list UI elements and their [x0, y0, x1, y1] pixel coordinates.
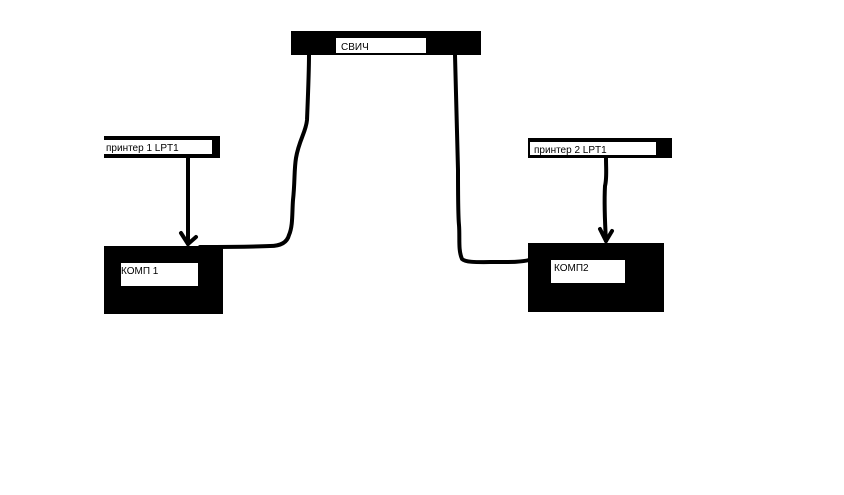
switch-label: СВИЧ — [341, 42, 369, 53]
printer-1-node: принтер 1 LPT1 — [104, 136, 220, 158]
switch-to-computer-2-cable — [453, 53, 531, 265]
printer-1-label-box — [104, 140, 212, 154]
computer-2-label-box — [551, 260, 625, 283]
switch-label-box — [336, 38, 426, 53]
printer-2-cable — [602, 156, 609, 243]
computer-1-node: КОМП 1 — [104, 246, 223, 314]
printer-2-label-box — [530, 142, 656, 155]
arrowhead-icon — [179, 231, 198, 246]
printer-2-label: принтер 2 LPT1 — [534, 145, 607, 156]
computer-2-node: КОМП2 — [528, 243, 664, 312]
computer-1-label: КОМП 1 — [121, 266, 159, 277]
switch-to-computer-1-cable — [198, 53, 311, 249]
printer-1-to-computer-1-link — [179, 156, 198, 246]
printer-1-label: принтер 1 LPT1 — [106, 143, 179, 154]
computer-2-label: КОМП2 — [554, 263, 589, 274]
switch-node: СВИЧ — [291, 31, 481, 55]
printer-2-to-computer-2-link — [598, 156, 614, 243]
computer-1-label-box — [121, 263, 198, 286]
printer-2-node: принтер 2 LPT1 — [528, 138, 672, 158]
arrowhead-icon — [598, 227, 614, 243]
